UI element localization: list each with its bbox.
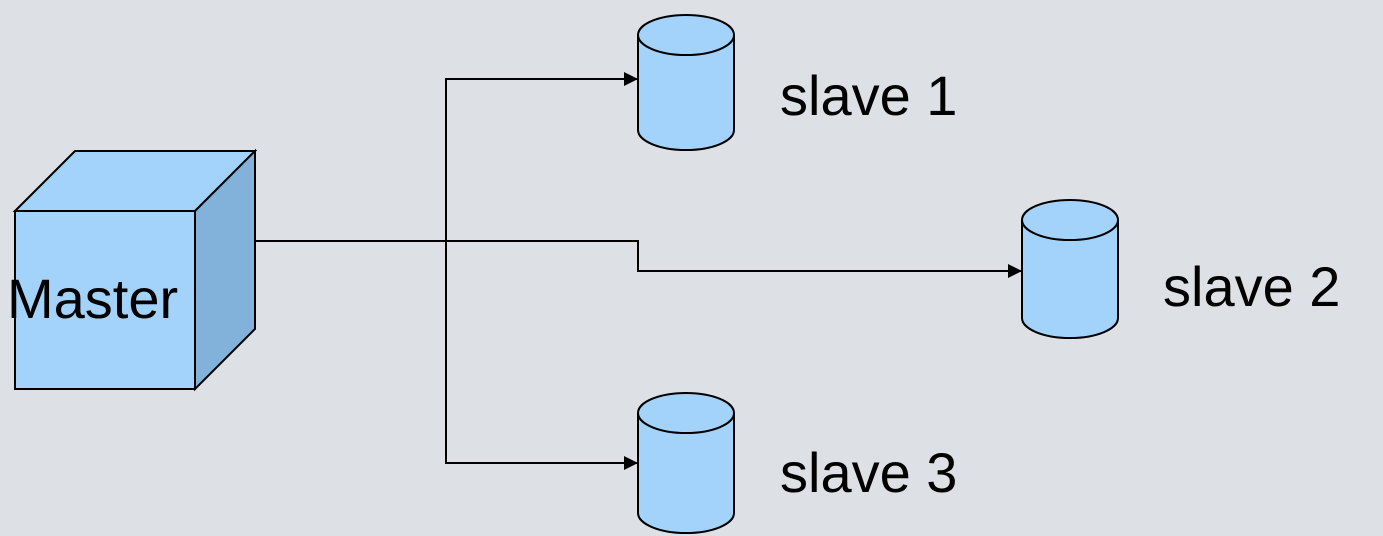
master-cube-front: [14, 210, 196, 390]
slave-1-cylinder-top: [637, 14, 735, 56]
slave-3-cylinder-top: [637, 392, 735, 434]
slave-2-cylinder-top: [1021, 199, 1119, 241]
slave-3-node: slave 3: [637, 392, 957, 534]
slave-1-label: slave 1: [780, 64, 957, 127]
connectors: [255, 72, 1022, 470]
slave-2-cylinder-body: [1021, 220, 1119, 339]
connector-to-slave-1: [445, 72, 638, 241]
slave-2-node: slave 2: [1021, 199, 1340, 339]
connector-to-slave-2: [446, 240, 1022, 278]
slave-1-node: slave 1: [637, 14, 957, 151]
slave-2-label: slave 2: [1163, 255, 1340, 318]
connector-to-slave-3: [445, 241, 638, 470]
slave-3-label: slave 3: [780, 441, 957, 504]
master-node: Master: [7, 148, 258, 392]
slave-1-cylinder-body: [637, 35, 735, 151]
slave-3-cylinder-body: [637, 413, 735, 534]
master-label: Master: [7, 267, 178, 330]
